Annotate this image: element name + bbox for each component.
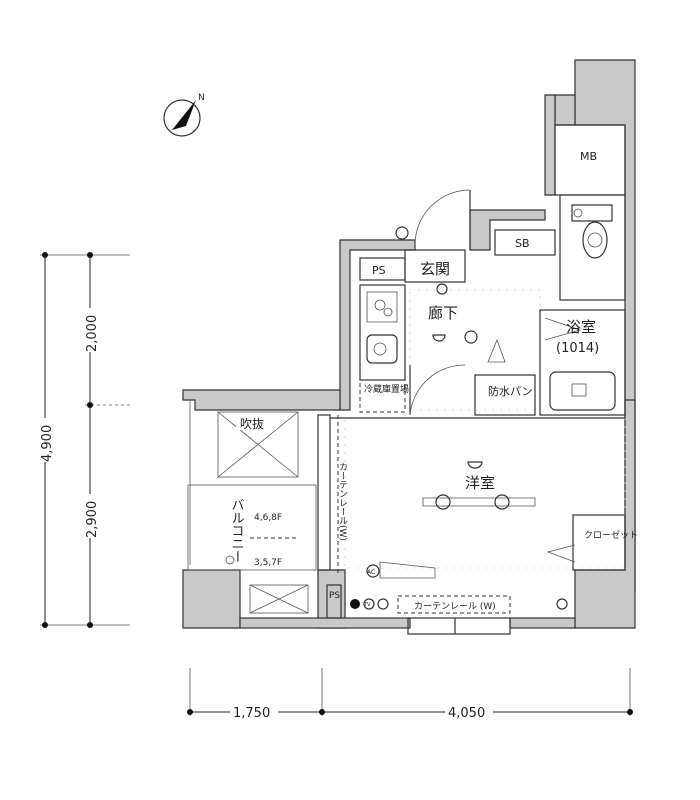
bottom-window [407, 617, 511, 635]
shoe-box [494, 229, 556, 256]
ceiling-light-rail [422, 497, 536, 507]
closet-door-icon [546, 544, 576, 563]
light-icon [467, 461, 483, 469]
hallway-grid [409, 289, 541, 411]
bottom-curtain-label: カーテンレール (W) [414, 601, 496, 612]
dim-right-width: 4,050 [448, 706, 485, 721]
ps-bottom-box [326, 584, 342, 619]
tv-label: TV [363, 602, 371, 608]
mb-label: MB [580, 150, 597, 163]
toilet-room [559, 194, 626, 301]
dim-lower-height: 2,900 [85, 501, 100, 538]
ps-top-label: PS [372, 264, 386, 277]
fridge-label: 冷蔵庫置場 [364, 383, 409, 395]
ac-label: AC [367, 569, 375, 576]
walls [182, 59, 636, 629]
entrance-area [404, 249, 466, 283]
balcony-floors-upper: 4,6,8F [254, 513, 282, 523]
side-curtain-label: カーテンレール(W) [337, 462, 348, 541]
dim-upper-height: 2,000 [85, 315, 100, 352]
light-icon [432, 334, 446, 342]
closet-label: クローゼット [584, 529, 638, 541]
dim-total-height: 4,900 [40, 425, 55, 462]
compass-north-label: N [198, 93, 205, 103]
bathroom [539, 309, 626, 416]
void-area [217, 411, 299, 478]
compass-icon: N [163, 93, 205, 137]
entrance-door[interactable] [414, 189, 471, 250]
washer-pan-label: 防水パン [488, 384, 533, 398]
dimension-vertical: 4,900 2,000 2,900 [36, 252, 130, 628]
room-door[interactable] [409, 364, 466, 416]
western-room-label: 洋室 [465, 474, 495, 492]
western-room [330, 417, 626, 569]
downlight-icon [494, 494, 510, 510]
ac-icon [366, 564, 380, 578]
kitchen [359, 284, 406, 381]
dimension-horizontal: 1,750 4,050 [187, 668, 633, 721]
light-icon [436, 283, 448, 295]
balcony-floors-lower: 3,5,7F [254, 558, 282, 568]
balcony-label: バルコニー [229, 498, 245, 563]
dim-left-width: 1,750 [233, 706, 270, 721]
outlet-icon [350, 599, 360, 609]
void-label: 吹抜 [240, 417, 264, 431]
bathroom-size-label: (1014) [556, 341, 599, 356]
outlet-icon [556, 598, 568, 610]
side-window [317, 414, 331, 571]
door-swing-icon [487, 338, 506, 363]
toilet-icon [573, 208, 583, 218]
tv-outlet-icon [363, 598, 375, 610]
light-icon [395, 226, 409, 240]
bathroom-label: 浴室 [566, 318, 596, 336]
light-icon [464, 330, 478, 344]
washer-pan [474, 374, 536, 416]
balcony [187, 400, 317, 614]
ac-unit [379, 561, 436, 579]
bottom-curtain-rail [397, 595, 511, 614]
closet[interactable] [572, 514, 626, 571]
hallway-label: 廊下 [428, 304, 458, 322]
sb-label: SB [515, 237, 530, 250]
outlet-icon [377, 598, 389, 610]
entrance-label: 玄関 [420, 260, 450, 278]
downlight-icon [435, 494, 451, 510]
ps-bottom-label: PS [329, 591, 340, 601]
fridge-space [359, 379, 406, 413]
